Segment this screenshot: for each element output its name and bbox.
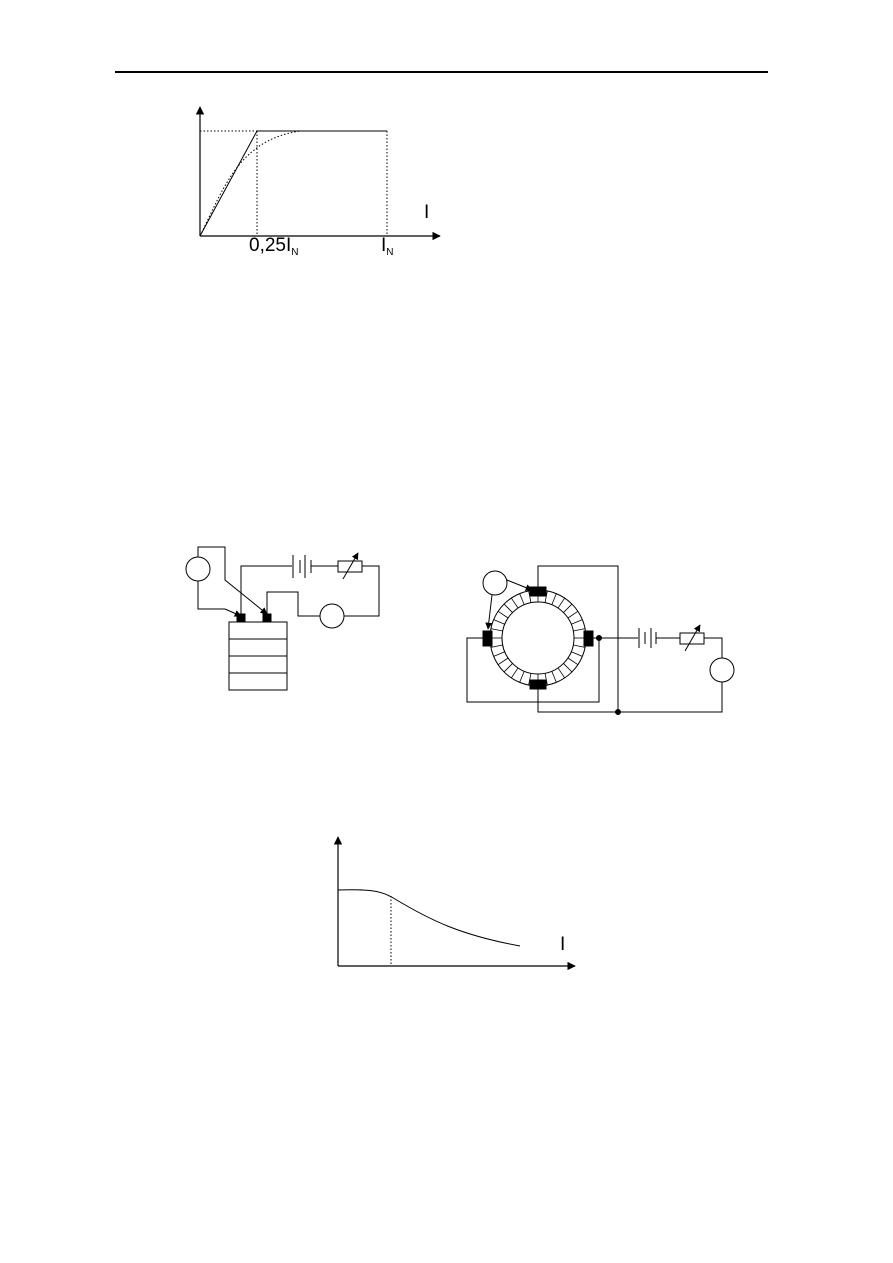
figure-ring-circuit (466, 565, 735, 715)
ring-brush-bottom (529, 679, 547, 690)
ring-segment-line (528, 673, 532, 686)
ring-segment-line (528, 590, 532, 603)
ring-brush-left (482, 630, 493, 647)
ring-segment-line (497, 611, 509, 619)
wire-left-loop (466, 637, 600, 703)
ring-segment-line (573, 644, 586, 648)
brush-right (262, 613, 272, 623)
ring-segment-line (573, 628, 586, 632)
ring-segment-line (563, 603, 573, 613)
wire-resistor-right (344, 565, 380, 617)
ring-segment-line (551, 593, 557, 605)
ring-segment-line (571, 619, 583, 625)
ring-segment-line (490, 628, 503, 632)
resistor-arrow (342, 552, 359, 580)
ring-segment-line (497, 657, 509, 665)
instrument-circle-left (185, 556, 211, 582)
ring-segment-line (511, 597, 519, 609)
ring-segment-line (511, 667, 519, 679)
wire-bottom-return (537, 682, 723, 713)
ring-segment-line (544, 590, 548, 603)
figure-falling-curve: I (333, 836, 576, 971)
wire-to-right-brush (266, 591, 320, 617)
brush-left (236, 613, 246, 623)
ring-segment-line (571, 651, 583, 657)
ring-instrument-circle (482, 570, 508, 596)
wire-top-brush (537, 565, 619, 712)
instrument-circle-right (319, 603, 345, 629)
dotted-real-curve (199, 130, 301, 237)
ring-segment-lines (490, 590, 586, 686)
junction-dot-bottom (615, 709, 621, 715)
wire-instrument-top (197, 546, 268, 615)
ring-segment-line (567, 657, 579, 665)
ring-segment-line (567, 611, 579, 619)
ring-segment-line (557, 667, 565, 679)
falling-curve (337, 889, 521, 947)
x-axis-label-2: I (560, 934, 565, 955)
tick-label-025in: 0,25IN (249, 235, 299, 258)
linear-curve (199, 130, 387, 237)
ring-pointer-left (485, 594, 493, 630)
ring-instrument-right (709, 657, 735, 683)
ring-segment-line (493, 619, 505, 625)
ring-segment-line (544, 673, 548, 686)
ring-segment-line (519, 593, 525, 605)
ring-segment-line (563, 663, 573, 673)
ring-resistor-arrow (684, 624, 701, 652)
ring-pointer-top (506, 579, 533, 591)
ring-inner (501, 601, 575, 675)
wire-to-battery (240, 565, 292, 614)
ring-segment-line (557, 597, 565, 609)
ring-segment-line (493, 651, 505, 657)
ring-segment-line (503, 603, 513, 613)
ring-brush-right (583, 630, 594, 647)
tick-label-in: IN (381, 235, 394, 258)
ring-segment-line (519, 671, 525, 683)
wire-resistor-down (704, 637, 723, 658)
junction-dot-right (596, 635, 602, 641)
wire-instrument-bottom (197, 581, 242, 617)
x-axis-label: I (424, 202, 429, 223)
ring-brush-top (529, 586, 547, 597)
figure-characteristic-graph: I 0,25IN IN (195, 106, 441, 258)
ring-segment-line (490, 644, 503, 648)
ring-segment-line (503, 663, 513, 673)
figure-commutator-circuit (185, 546, 380, 691)
ring-segment-line (551, 671, 557, 683)
